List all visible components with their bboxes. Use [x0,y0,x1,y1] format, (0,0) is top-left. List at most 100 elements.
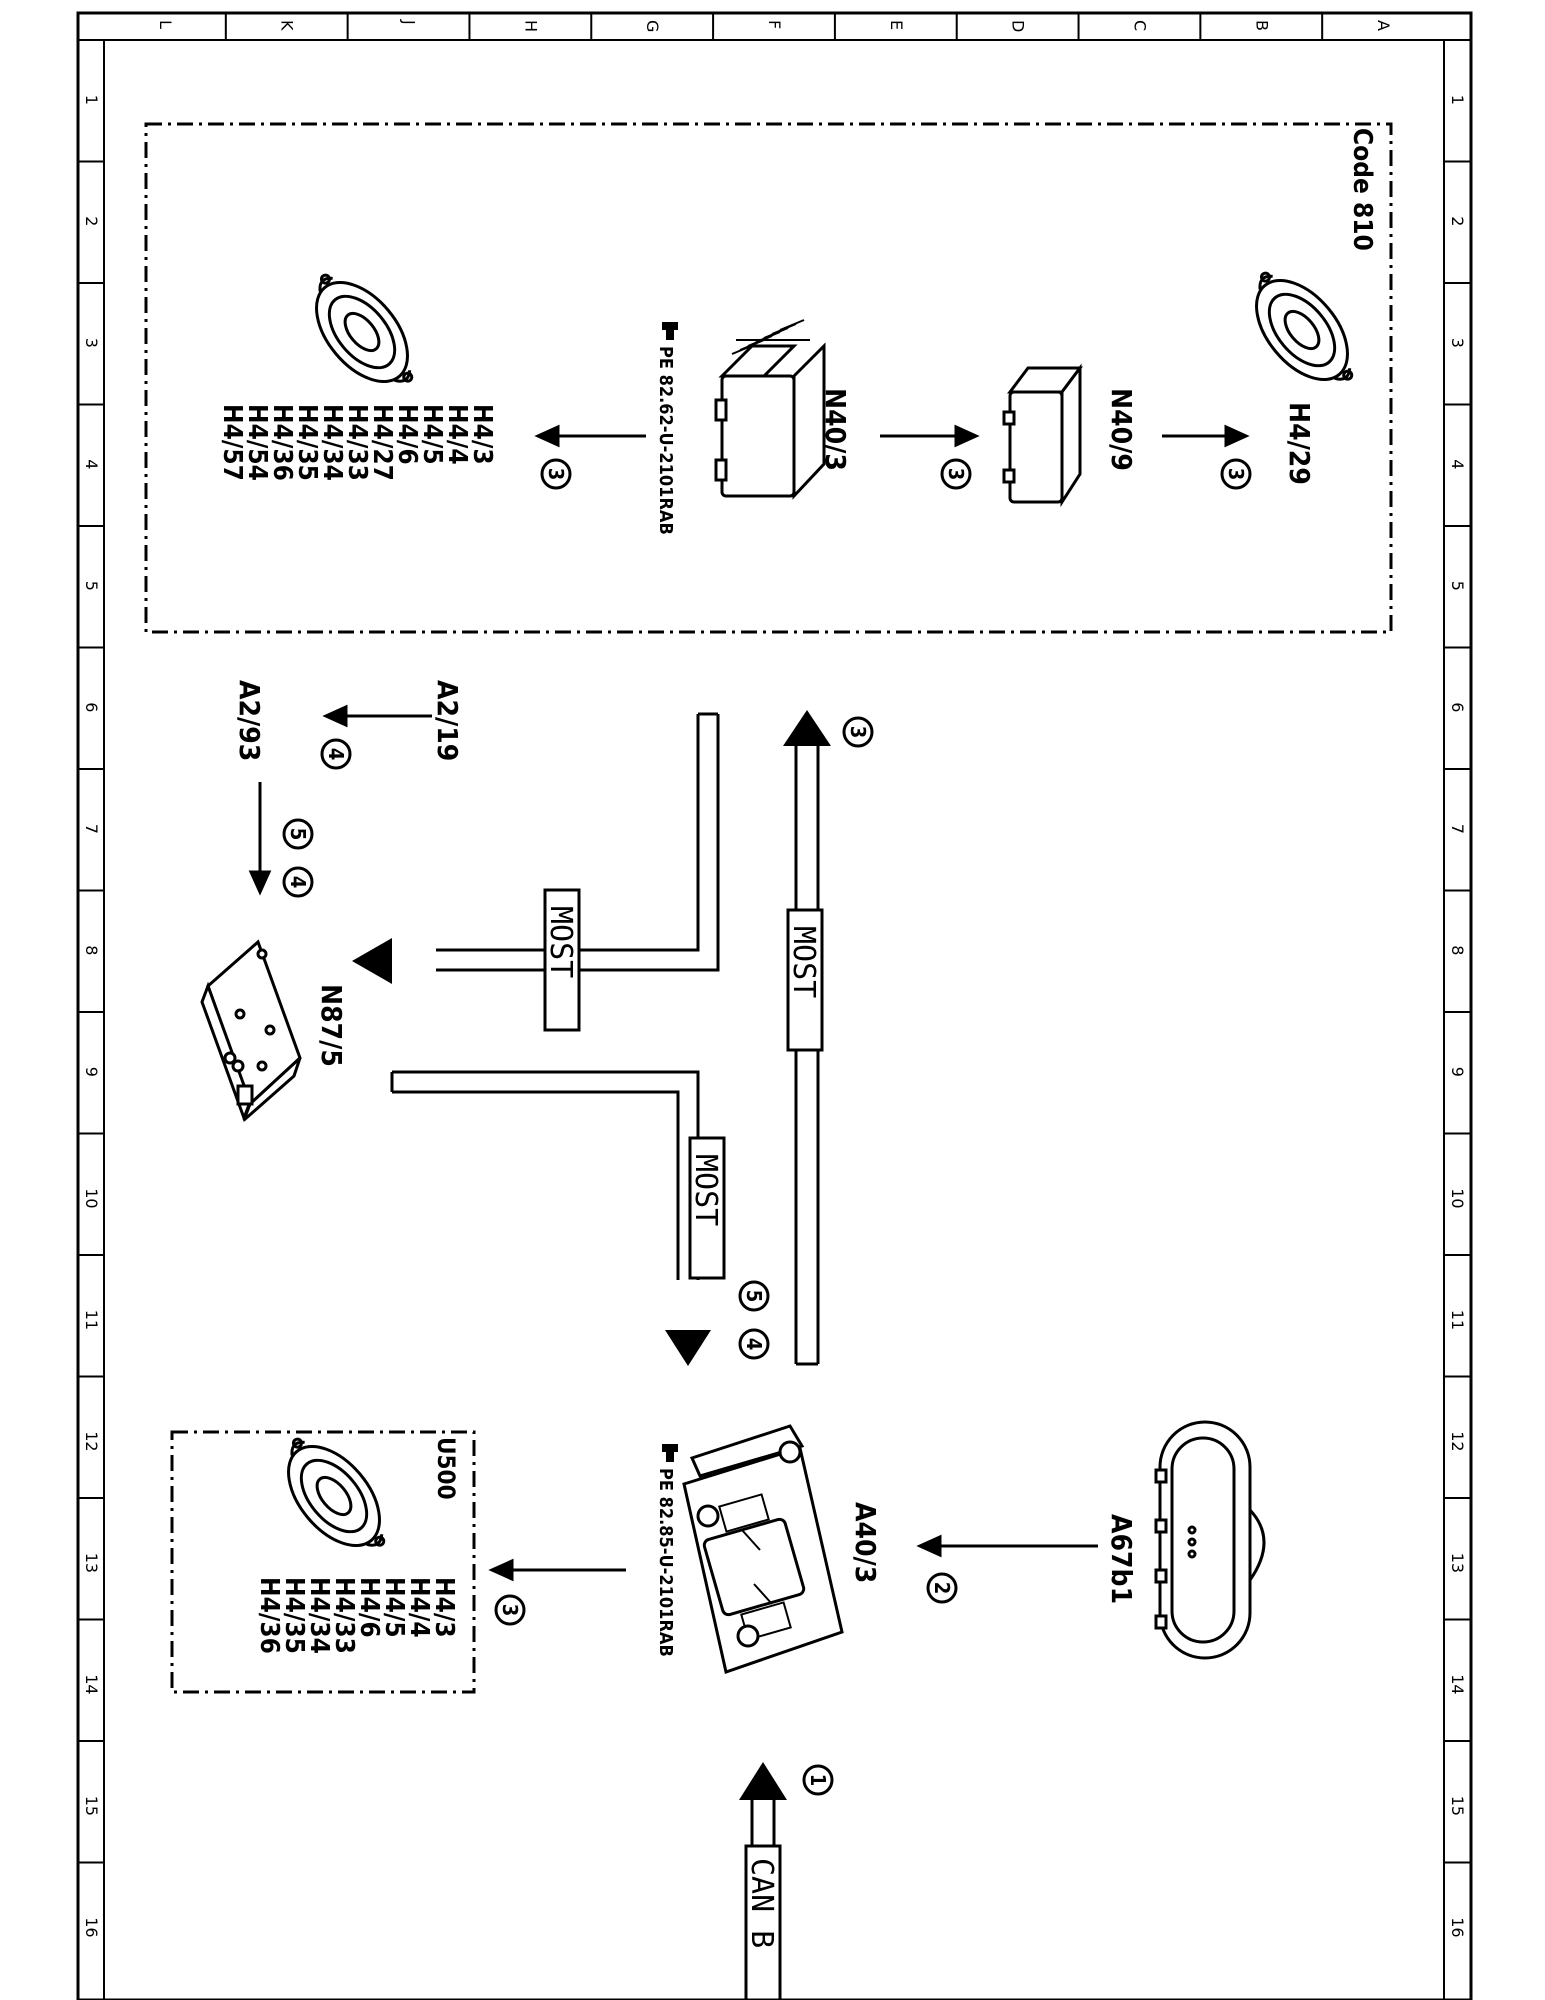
u500-boundary [170,1430,476,1694]
column-label: G [643,20,662,32]
component-a40-3-label: A40/3 [849,1502,882,1583]
step-marker-number: 3 [544,468,568,481]
step-marker: 3 [1220,458,1252,490]
row-label: 12 [1448,1431,1467,1451]
step-marker: 4 [320,738,352,770]
row-label: 3 [1448,338,1467,348]
speaker-designation: H4/33 [342,404,372,481]
speaker-designation: H4/27 [367,404,397,481]
step-marker-number: 4 [324,748,348,761]
speaker-designation: H4/3 [467,404,497,465]
signal-arrow [488,1558,626,1582]
row-label: 10 [82,1188,101,1208]
head-unit-icon [682,1424,844,1674]
row-label: 14 [82,1674,101,1694]
speaker-designation: H4/3 [429,1577,459,1638]
most-bus-lines [390,712,820,1366]
speaker-designation: H4/34 [317,404,347,481]
row-label: 9 [82,1067,101,1077]
step-marker-number: 5 [742,1290,766,1303]
component-n87-5-label: N87/5 [315,984,348,1067]
column-label: J [400,19,419,25]
most-label: MOST [543,906,578,978]
hand-pointer-icon [662,1444,678,1462]
column-label: H [521,20,540,32]
pe-82-85-reference: PE 82.85-U-2101RAB [655,1468,676,1657]
row-label: 16 [1448,1917,1467,1937]
can-b-label: CAN B [744,1858,779,1948]
receiver-module-icon [200,939,302,1123]
row-label: 6 [82,702,101,712]
column-label: F [765,20,784,29]
signal-arrow [248,704,432,896]
row-label: 10 [1448,1188,1467,1208]
step-marker: 1 [802,1764,834,1796]
step-marker: 3 [494,1594,526,1626]
column-label: B [1252,20,1271,31]
step-marker: 2 [926,1572,958,1604]
control-module-icon [1002,363,1083,508]
speaker-designation: H4/35 [279,1577,309,1654]
row-label: 5 [1448,581,1467,591]
row-label: 4 [1448,459,1467,469]
row-label: 9 [1448,1067,1467,1077]
step-marker-number: 3 [1224,468,1248,481]
row-label: 11 [1448,1310,1467,1330]
speaker-designation: H4/33 [329,1577,359,1654]
component-a2-19-label: A2/19 [431,680,464,761]
speaker-designation: H4/54 [242,404,272,481]
speaker-designation: H4/57 [217,404,247,481]
bus-label-box [688,1136,726,1280]
pe-82-62-reference: PE 82.62-U-2101RAB [655,346,676,535]
speaker-icon [287,1437,386,1548]
step-marker-number: 5 [286,828,310,841]
row-label: 7 [1448,824,1467,834]
row-label: 2 [82,216,101,226]
bus-label-box [744,1844,782,2000]
column-label: E [887,20,906,30]
step-marker-number: 4 [286,876,310,889]
row-label: 14 [1448,1674,1467,1694]
row-label: 7 [82,824,101,834]
column-label: D [1009,20,1028,32]
row-label: 5 [82,581,101,591]
step-marker: 3 [540,458,572,490]
step-marker: 4 [738,1328,770,1360]
most-bus-arrows [352,710,831,1366]
row-label: 12 [82,1431,101,1451]
u500-label: U500 [432,1437,460,1500]
speaker-designation: H4/36 [254,1577,284,1654]
component-h4-29-label: H4/29 [1283,402,1316,485]
mirror-icon [1154,1420,1266,1660]
step-marker-number: 3 [498,1604,522,1617]
most-label: MOST [786,926,821,998]
code-810-label: Code 810 [1347,128,1377,251]
step-marker-number: 2 [930,1582,954,1595]
row-label: 1 [82,95,101,105]
row-label: 8 [82,945,101,955]
column-label: A [1374,20,1393,31]
row-label: 13 [82,1553,101,1573]
row-label: 15 [1448,1796,1467,1816]
most-label: MOST [688,1154,723,1226]
code-810-boundary [144,122,1393,634]
component-n40-9-label: N40/9 [1105,388,1138,471]
column-label: C [1130,20,1149,31]
row-label: 3 [82,338,101,348]
row-label: 13 [1448,1553,1467,1573]
component-a2-93-label: A2/93 [233,680,266,761]
speaker-designation: H4/5 [417,404,447,465]
step-marker: 4 [282,866,314,898]
step-marker: 3 [842,716,874,748]
signal-arrow [534,424,1250,448]
row-label: 8 [1448,945,1467,955]
step-marker-number: 4 [742,1338,766,1351]
speaker-list-top: H4/3H4/4H4/5H4/6H4/27H4/33H4/34H4/35H4/3… [217,404,497,481]
step-marker-number: 1 [806,1774,830,1787]
speaker-designation: H4/6 [392,404,422,465]
speaker-designation: H4/35 [292,404,322,481]
